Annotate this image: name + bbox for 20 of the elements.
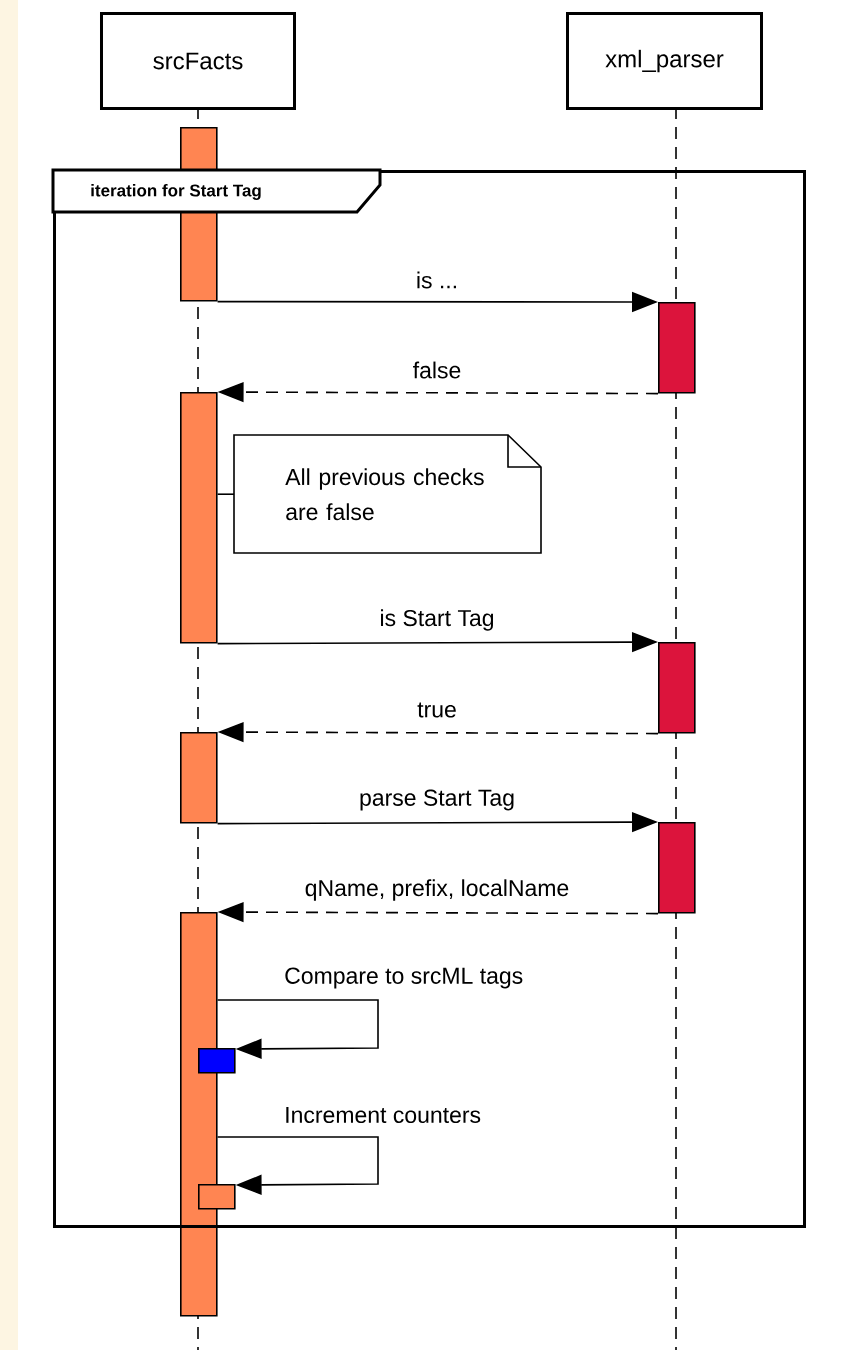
edge-label: true	[416, 701, 458, 719]
lifeline-box: xml_parser	[566, 12, 763, 110]
lifeline-box: srcFacts	[100, 12, 296, 110]
arrow	[216, 1136, 379, 1196]
note: All previous checks are false	[233, 434, 542, 554]
activation-bar	[658, 642, 696, 734]
activation-bar	[198, 1184, 236, 1210]
edge-label: Compare to srcML tags	[283, 966, 525, 990]
activation-bar	[198, 1048, 236, 1074]
edge-label: parse Start Tag	[358, 788, 516, 812]
edge-label: Increment counters	[283, 1106, 483, 1125]
activation-bar	[180, 392, 218, 644]
activation-bar	[658, 822, 696, 914]
arrow	[216, 999, 379, 1060]
edge-label: false	[411, 360, 463, 380]
edge-label: qName, prefix, localName	[303, 878, 571, 902]
activation-bar	[180, 732, 218, 824]
activation-bar	[658, 302, 696, 394]
edge-label: is ...	[414, 270, 460, 290]
edge-label: is Start Tag	[378, 608, 496, 632]
